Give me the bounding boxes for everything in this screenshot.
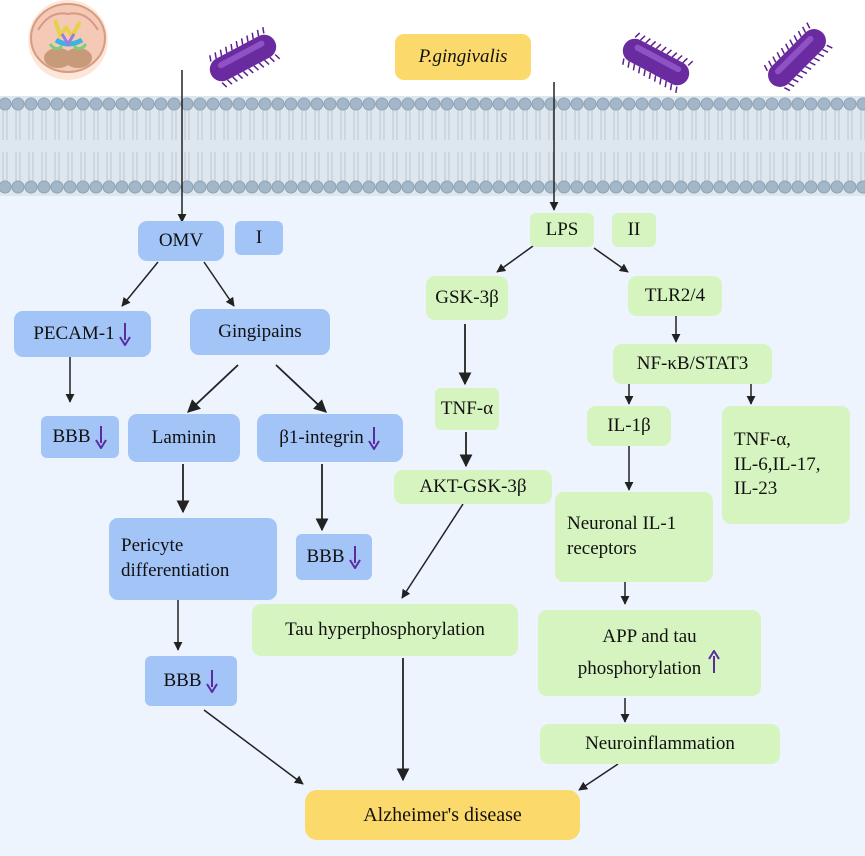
node-bbb-2: BBB bbox=[296, 534, 372, 580]
node-integrin-text: β1-integrin bbox=[279, 426, 364, 448]
arrow-omv-pecam bbox=[121, 261, 159, 307]
app-line-2: phosphorylation bbox=[577, 657, 702, 679]
node-omv-text: OMV bbox=[158, 229, 204, 251]
node-neuroinflammation: Neuroinflammation bbox=[540, 724, 780, 764]
node-tlr: TLR2/4 bbox=[628, 276, 722, 316]
node-cytokines: TNF-α, IL-6,IL-17, IL-23 bbox=[722, 406, 850, 524]
pericyte-line-1: Pericyte bbox=[121, 535, 184, 557]
node-nfkb-text: NF-κB/STAT3 bbox=[636, 352, 749, 374]
section-right-text: II bbox=[627, 218, 641, 240]
cytokines-line-2: IL-6,IL-17, bbox=[734, 453, 821, 475]
section-left-text: I bbox=[255, 226, 263, 248]
node-akt: AKT-GSK-3β bbox=[394, 470, 552, 504]
node-tnf-text: TNF-α bbox=[440, 397, 494, 419]
node-pecam-text: PECAM-1 bbox=[33, 322, 115, 344]
node-gingipains: Gingipains bbox=[190, 309, 330, 355]
node-tlr-text: TLR2/4 bbox=[644, 284, 706, 306]
bacterium-icon bbox=[622, 32, 694, 94]
node-pecam: PECAM-1 bbox=[14, 311, 151, 357]
il1r-line-2: receptors bbox=[567, 538, 637, 559]
cytokines-line-1: TNF-α, bbox=[734, 428, 791, 450]
node-bbb-2-text: BBB bbox=[306, 545, 345, 567]
cytokines-line-3: IL-23 bbox=[734, 478, 778, 500]
node-gsk-text: GSK-3β bbox=[435, 286, 499, 308]
node-laminin: Laminin bbox=[128, 414, 240, 462]
node-tau: Tau hyperphosphorylation bbox=[252, 604, 518, 656]
node-nfkb: NF-κB/STAT3 bbox=[613, 344, 772, 384]
arrow-gingipains-integrin bbox=[275, 364, 327, 413]
decrease-arrow-icon bbox=[348, 546, 361, 569]
node-integrin: β1-integrin bbox=[257, 414, 403, 462]
cell-membrane bbox=[0, 96, 865, 196]
decrease-arrow-icon bbox=[205, 670, 218, 693]
node-gsk: GSK-3β bbox=[426, 276, 508, 320]
arrow-gingipains-laminin bbox=[187, 364, 239, 413]
node-ad-text: Alzheimer's disease bbox=[363, 804, 522, 826]
node-il1r-text: Neuronal IL-1 receptors bbox=[567, 512, 676, 561]
source-label: P.gingivalis bbox=[395, 34, 531, 80]
node-lps-text: LPS bbox=[545, 218, 579, 240]
decrease-arrow-icon bbox=[94, 426, 107, 449]
bacterium-icon bbox=[209, 26, 281, 88]
arrow-lps-tlr bbox=[593, 247, 629, 273]
arrow-bbb-ad bbox=[203, 709, 304, 785]
node-il1b: IL-1β bbox=[587, 406, 671, 446]
section-label-right: II bbox=[612, 213, 656, 247]
decrease-arrow-icon bbox=[118, 323, 131, 346]
node-tau-text: Tau hyperphosphorylation bbox=[285, 618, 485, 640]
increase-arrow-icon bbox=[708, 649, 721, 673]
node-tnf: TNF-α bbox=[435, 388, 499, 430]
node-laminin-text: Laminin bbox=[151, 426, 217, 448]
node-il1b-text: IL-1β bbox=[607, 414, 651, 436]
arrow-neuro-ad bbox=[578, 763, 619, 791]
node-bbb-3: BBB bbox=[145, 656, 237, 706]
node-app-text: APP and tau phosphorylation bbox=[578, 625, 722, 681]
decrease-arrow-icon bbox=[367, 427, 380, 450]
bacterium-icon bbox=[763, 22, 833, 92]
brain-icon bbox=[28, 0, 108, 80]
arrow-akt-tau bbox=[401, 503, 464, 599]
node-lps: LPS bbox=[530, 213, 594, 247]
il1r-line-1: Neuronal IL-1 bbox=[567, 513, 677, 535]
node-omv: OMV bbox=[138, 221, 224, 261]
node-alzheimers-disease: Alzheimer's disease bbox=[305, 790, 580, 840]
node-akt-text: AKT-GSK-3β bbox=[419, 475, 527, 497]
node-pericyte-text: Pericyte differentiation bbox=[121, 534, 229, 583]
node-pericyte: Pericyte differentiation bbox=[109, 518, 277, 600]
node-neuro-text: Neuroinflammation bbox=[585, 732, 735, 754]
node-bbb-3-text: BBB bbox=[163, 669, 202, 691]
section-label-left: I bbox=[235, 221, 283, 255]
arrow-lps-gsk bbox=[496, 245, 534, 273]
node-gingipains-text: Gingipains bbox=[218, 320, 302, 342]
node-bbb-1-text: BBB bbox=[52, 425, 91, 447]
pericyte-line-2: differentiation bbox=[121, 560, 230, 581]
node-il1r: Neuronal IL-1 receptors bbox=[555, 492, 713, 582]
source-text: P.gingivalis bbox=[418, 45, 508, 67]
node-bbb-1: BBB bbox=[41, 416, 119, 458]
app-line-1: APP and tau bbox=[602, 625, 697, 647]
arrow-omv-gingipains bbox=[203, 261, 235, 307]
node-app: APP and tau phosphorylation bbox=[538, 610, 761, 696]
node-cytokines-text: TNF-α, IL-6,IL-17, IL-23 bbox=[734, 428, 821, 502]
